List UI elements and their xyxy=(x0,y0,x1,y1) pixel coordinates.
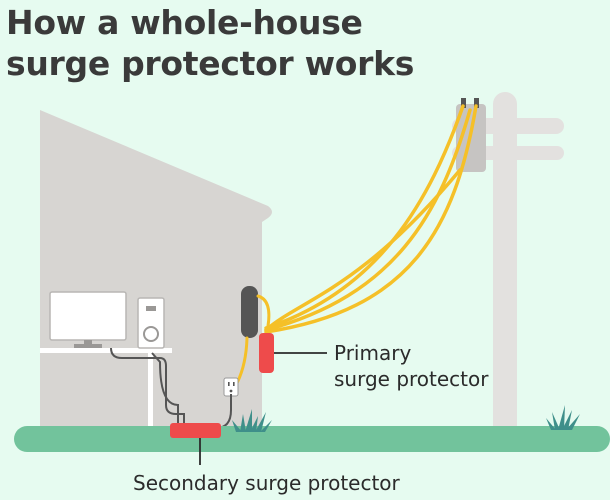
secondary-surge-protector-label: Secondary surge protector xyxy=(133,471,400,495)
desk xyxy=(40,348,172,440)
primary-label-line-1: Primary xyxy=(334,341,412,365)
wall-outlet xyxy=(223,377,239,397)
title-line-2: surge protector works xyxy=(6,44,415,83)
electric-meter xyxy=(241,286,258,338)
secondary-surge-protector xyxy=(170,423,221,438)
grass-tuft-house xyxy=(232,409,272,432)
title-line-1: How a whole-house xyxy=(6,3,363,42)
primary-surge-protector-label: Primary surge protector xyxy=(334,340,488,392)
ground xyxy=(14,426,610,452)
device-cords xyxy=(110,347,185,424)
computer-monitor xyxy=(49,291,127,348)
grass-tuft-pole xyxy=(546,405,580,430)
primary-label-line-2: surge protector xyxy=(334,367,489,391)
house-wall xyxy=(40,110,272,440)
service-wires xyxy=(264,104,478,334)
primary-surge-protector xyxy=(259,333,274,373)
computer-tower xyxy=(137,297,165,349)
diagram-title: How a whole-house surge protector works xyxy=(6,2,606,84)
